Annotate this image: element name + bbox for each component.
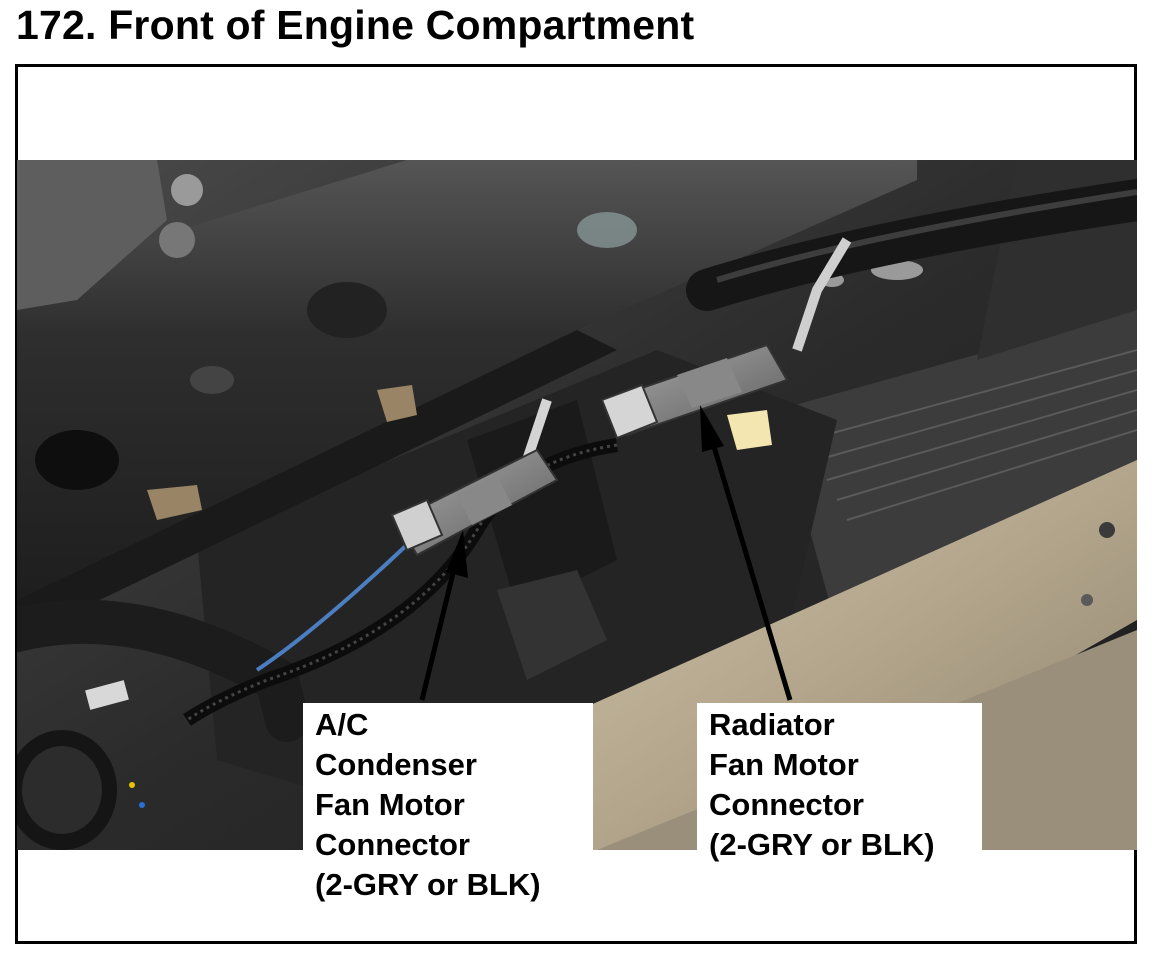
radiator-fan-motor-connector-label: Radiator Fan Motor Connector (2-GRY or B… <box>697 703 982 863</box>
page-title: 172. Front of Engine Compartment <box>16 2 695 48</box>
callout-line: Fan Motor <box>709 747 859 782</box>
callout-line: Connector <box>709 787 864 822</box>
ac-condenser-connector-shape <box>390 448 559 557</box>
radiator-connector-arrow <box>700 405 793 701</box>
ac-connector-arrow <box>419 530 468 701</box>
blue-wire <box>255 538 414 672</box>
callout-line: Condenser <box>315 747 477 782</box>
radiator-fan-connector-shape <box>600 343 789 450</box>
lower-left-hose <box>17 599 309 742</box>
ac-condenser-fan-motor-connector-label: A/C Condenser Fan Motor Connector (2-GRY… <box>303 703 593 903</box>
crossmember-beam <box>17 160 917 600</box>
callout-line: Radiator <box>709 707 835 742</box>
upper-hose <box>686 179 1137 311</box>
callout-line: A/C <box>315 707 369 742</box>
callout-line: Connector <box>315 827 470 862</box>
callout-line: (2-GRY or BLK) <box>709 827 935 862</box>
callout-line: (2-GRY or BLK) <box>315 867 541 902</box>
callout-line: Fan Motor <box>315 787 465 822</box>
